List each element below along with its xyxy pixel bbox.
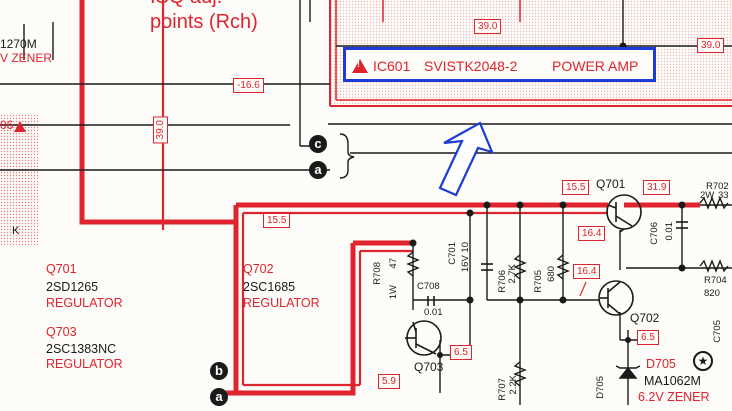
transistor-q702 — [598, 280, 634, 316]
label-r706-val: 2.7K — [507, 264, 518, 284]
label-q702-center: Q702 — [243, 262, 274, 276]
shaded-region-left — [0, 115, 38, 245]
voltage-v155-left: 15.5 — [263, 213, 291, 228]
label-c705: C705 — [712, 320, 723, 343]
resistors — [406, 196, 729, 387]
label-r705: R705 — [533, 270, 544, 293]
label-r707-val: 2.2K — [508, 375, 519, 395]
voltage-v39-vert: 39.0 — [153, 116, 168, 144]
connector-c: c — [309, 135, 327, 153]
label-q703-left: Q703 — [46, 325, 77, 339]
voltage-v155-right: 15.5 — [562, 180, 590, 195]
red-pointer — [579, 281, 587, 297]
ic601-outline — [329, 0, 732, 107]
resistor-r704 — [699, 259, 729, 273]
resistor-r702 — [699, 196, 729, 210]
label-r708-w: 1W — [388, 285, 399, 300]
ic601-callout-box: ! IC601 SVISTK2048-2 POWER AMP — [343, 47, 656, 82]
transistor-q701 — [606, 194, 642, 233]
voltage-v164-b: 16.4 — [573, 264, 601, 279]
ic-desc: POWER AMP — [552, 58, 639, 74]
label-c706-val: 0.01 — [664, 222, 675, 241]
connector-a-lower: a — [210, 388, 228, 406]
voltage-v319: 31.9 — [643, 180, 671, 195]
label-q703-component: Q703 — [414, 360, 444, 374]
voltage-v65-b: 6.5 — [637, 330, 659, 345]
label-r704: R704 — [704, 275, 727, 286]
label-r708-val: 47 — [388, 258, 399, 269]
resistor-r708 — [406, 251, 420, 277]
junction-dots — [409, 42, 686, 358]
label-r702-val: 33 — [718, 190, 729, 201]
header-line2: points (Rch) — [150, 11, 258, 33]
voltage-v65-a: 6.5 — [450, 345, 472, 360]
label-q701-component: Q701 — [596, 177, 626, 191]
header-line1: ISQ adj. — [150, 0, 222, 9]
red-traces-double — [161, 0, 608, 387]
top-left-part: 1270M — [0, 37, 37, 51]
label-r704-val: 820 — [704, 288, 720, 299]
ic-part: SVISTK2048-2 — [424, 58, 518, 74]
resistor-r706 — [513, 254, 527, 280]
label-d705-zener: 6.2V ZENER — [638, 390, 710, 404]
warning-icon — [352, 59, 368, 73]
voltage-v164-a: 16.4 — [578, 226, 606, 241]
label-r702: R702 — [706, 181, 729, 192]
label-r702-w: 2W — [700, 190, 715, 201]
connector-b: b — [210, 362, 228, 380]
label-c701-val: 16V 10 — [460, 242, 471, 273]
label-q702-component: Q702 — [630, 311, 660, 325]
connector-brace — [339, 133, 355, 179]
voltage-v39-top: 39.0 — [474, 19, 502, 34]
star-icon: ★ — [693, 351, 713, 371]
label-c708: C708 — [417, 281, 440, 292]
label-d705-vert: D705 — [595, 376, 606, 399]
capacitors — [427, 221, 688, 306]
label-c708-val: 0.01 — [424, 307, 443, 318]
blue-arrow-annotation — [438, 121, 494, 197]
transistor-q703 — [405, 320, 442, 356]
connector-a: a — [309, 161, 327, 179]
resistor-r705 — [556, 254, 570, 280]
warning-mark: ! — [357, 59, 360, 69]
resistor-r707 — [513, 361, 527, 387]
voltage-v59: 5.9 — [378, 374, 400, 389]
ic-ref: IC601 — [373, 58, 411, 74]
label-q702-part: 2SC1685 — [243, 280, 296, 294]
label-d705-part: MA1062M — [644, 374, 701, 388]
label-c706: C706 — [649, 222, 660, 245]
top-left-ref: 06 — [0, 118, 14, 132]
label-r708: R708 — [372, 262, 383, 285]
label-r705-val: 680 — [546, 266, 557, 282]
warning-icon-left — [14, 121, 26, 132]
top-left-zener: V ZENER — [0, 51, 53, 65]
label-q701-part: 2SD1265 — [46, 280, 99, 294]
label-r707: R707 — [497, 378, 508, 401]
side-k: K — [12, 225, 20, 237]
label-q702-fn: REGULATOR — [243, 296, 320, 310]
label-q703-part: 2SC1383NC — [46, 342, 117, 356]
label-c701: C701 — [447, 242, 458, 265]
label-q701-left: Q701 — [46, 262, 77, 276]
label-q703-fn: REGULATOR — [46, 357, 123, 371]
zener-d705-symbol — [615, 365, 641, 379]
voltage-v39-right: 39.0 — [697, 38, 725, 53]
label-q701-fn: REGULATOR — [46, 296, 123, 310]
label-d705-ref: D705 — [646, 357, 676, 371]
voltage-vm166: -16.6 — [233, 78, 264, 93]
